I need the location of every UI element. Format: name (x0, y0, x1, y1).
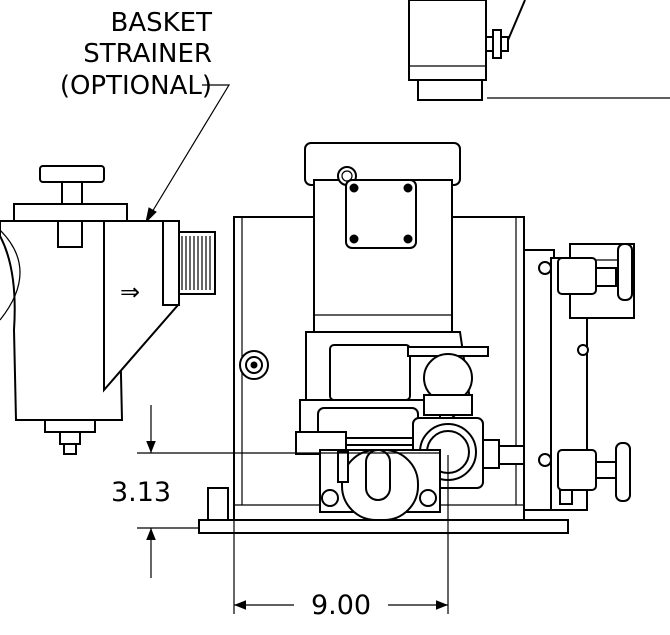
basket-strainer: ⇒ (0, 165, 216, 455)
flow-arrow-icon: ⇒ (120, 278, 140, 306)
callout-line-2: STRAINER (83, 39, 212, 69)
dimension-width-label: 9.00 (311, 590, 371, 621)
motor-cap (304, 142, 461, 186)
dimension-height: 3.13 (111, 405, 440, 578)
pump-assembly (295, 331, 528, 521)
right-side-fittings (523, 243, 635, 511)
dimension-height-label: 3.13 (111, 477, 171, 508)
junction-box (345, 179, 417, 249)
valve-bottom-nut (417, 79, 483, 101)
callout-leader-line (145, 84, 231, 223)
base-plate (198, 519, 569, 534)
strainer-drain (44, 419, 96, 433)
top-ball-valve (408, 0, 670, 101)
base-bolt (207, 487, 229, 521)
valve-handle (507, 0, 526, 41)
callout-line-1: BASKET (111, 8, 213, 38)
valve-body (408, 0, 487, 81)
strainer-t-handle (39, 165, 105, 183)
dimension-width: 9.00 (233, 455, 449, 621)
callout-arrowhead (145, 207, 157, 224)
lower-side-valve (557, 449, 597, 491)
side-plate (523, 249, 555, 511)
threaded-coupling (178, 231, 216, 295)
lower-handwheel-icon (615, 442, 631, 502)
basket-strainer-callout: BASKET STRAINER (OPTIONAL) (60, 8, 231, 224)
strainer-cover (13, 203, 128, 222)
upper-handwheel-icon (617, 243, 633, 301)
motor (304, 142, 461, 333)
callout-line-3: (OPTIONAL) (60, 71, 212, 101)
